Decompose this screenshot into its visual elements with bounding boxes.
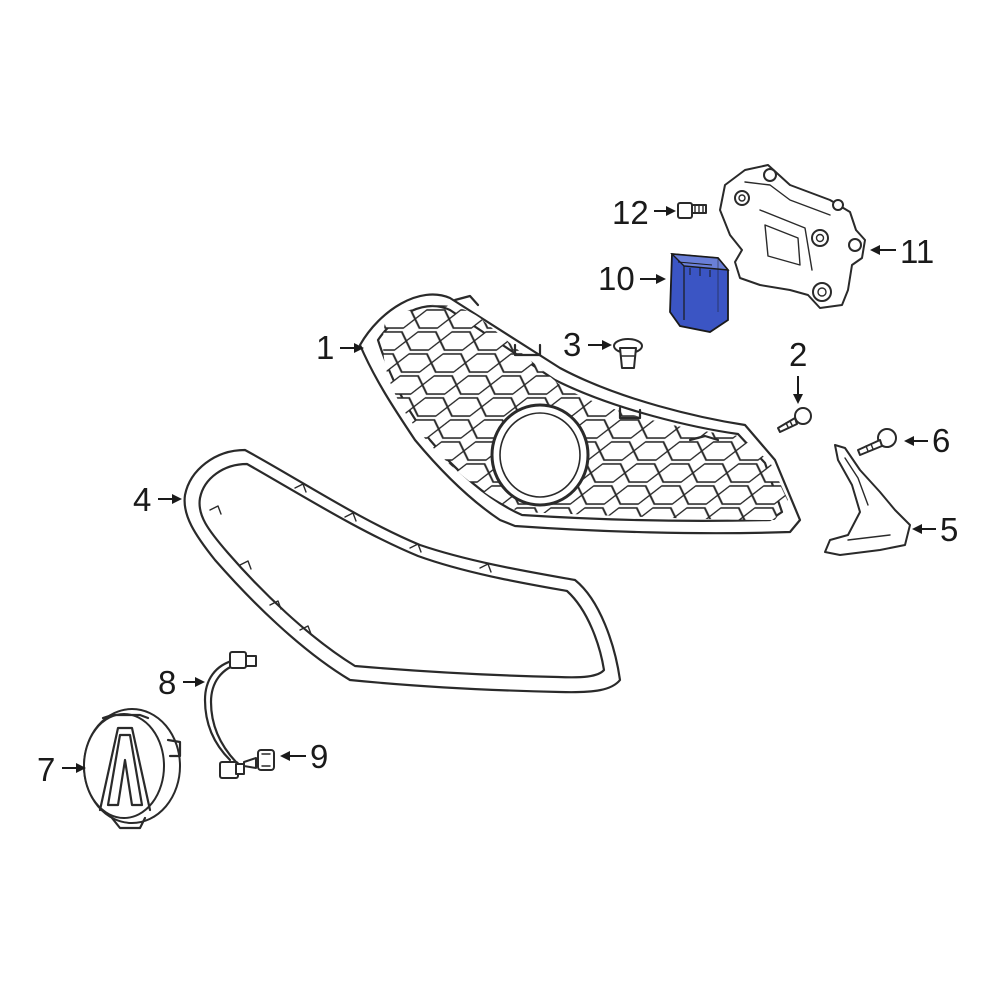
callout-7: 7 <box>37 751 86 788</box>
callout-label-1: 1 <box>316 329 334 366</box>
callout-1: 1 <box>316 329 364 366</box>
callout-2: 2 <box>789 336 807 404</box>
callout-8: 8 <box>158 664 205 701</box>
screw-6 <box>857 428 897 456</box>
callout-label-12: 12 <box>612 194 649 231</box>
harness-8 <box>203 651 257 779</box>
bracket-part <box>719 164 866 309</box>
callout-10: 10 <box>598 260 666 297</box>
callout-3: 3 <box>563 326 612 363</box>
callout-9: 9 <box>280 738 328 775</box>
push-clip-3 <box>613 338 643 369</box>
callout-5: 5 <box>912 511 958 548</box>
callout-label-11: 11 <box>900 233 934 270</box>
callout-4: 4 <box>133 481 182 518</box>
callout-label-4: 4 <box>133 481 151 518</box>
trim-piece-5 <box>824 444 911 556</box>
callout-6: 6 <box>904 422 950 459</box>
callout-label-7: 7 <box>37 751 55 788</box>
grille-mesh <box>382 304 788 520</box>
callout-label-5: 5 <box>940 511 958 548</box>
callout-label-10: 10 <box>598 260 635 297</box>
sensor-module <box>669 253 730 333</box>
screw-2 <box>777 407 812 433</box>
callout-label-9: 9 <box>310 738 328 775</box>
clip-9 <box>243 749 275 771</box>
callout-label-6: 6 <box>932 422 950 459</box>
callout-label-2: 2 <box>789 336 807 373</box>
callout-11: 11 <box>870 233 934 270</box>
callout-label-3: 3 <box>563 326 581 363</box>
molding-surround <box>183 448 622 694</box>
bolt-12 <box>677 202 707 219</box>
emblem-7 <box>83 708 182 830</box>
callout-12: 12 <box>612 194 676 231</box>
callout-label-8: 8 <box>158 664 176 701</box>
emblem-opening <box>490 403 590 507</box>
